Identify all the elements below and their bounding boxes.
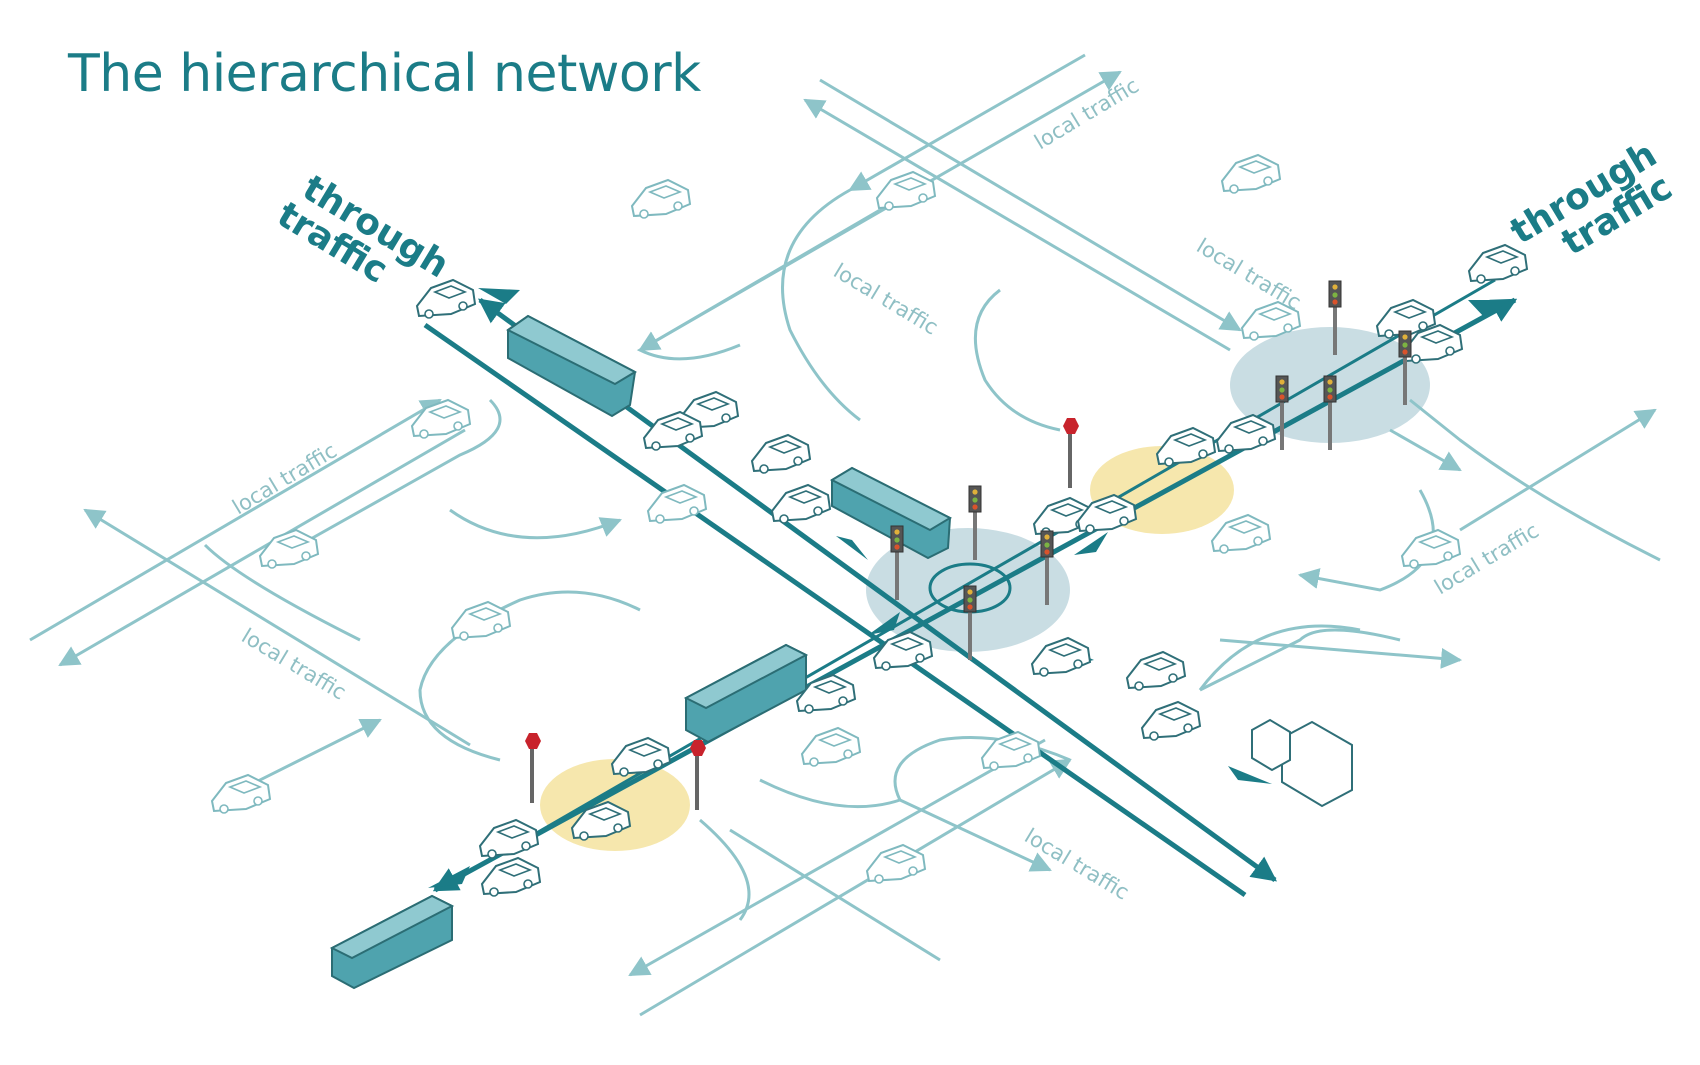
local-traffic-label-w: local traffic (228, 438, 341, 519)
arrow-ne (1468, 300, 1510, 318)
truck (1251, 718, 1353, 808)
buses (329, 314, 953, 990)
bus-center (829, 466, 953, 560)
arrow-sw (428, 866, 470, 888)
local-roads (29, 53, 1661, 1017)
arrow-center-w (868, 612, 900, 635)
local-traffic-label-nc: local traffic (829, 259, 942, 340)
bus-sw-a (683, 643, 809, 744)
through-traffic-label-ne: through traffic (1504, 134, 1680, 264)
local-traffic-label-ne: local traffic (1192, 234, 1305, 315)
bus-nw (506, 314, 638, 418)
arrow-center-ne (1074, 532, 1108, 555)
bus-sw-b (329, 894, 455, 990)
arrow-center-n (836, 536, 868, 560)
arrow-se (1228, 766, 1272, 784)
diagram-title: The hierarchical network (68, 44, 701, 104)
arrow-nw (478, 288, 520, 304)
